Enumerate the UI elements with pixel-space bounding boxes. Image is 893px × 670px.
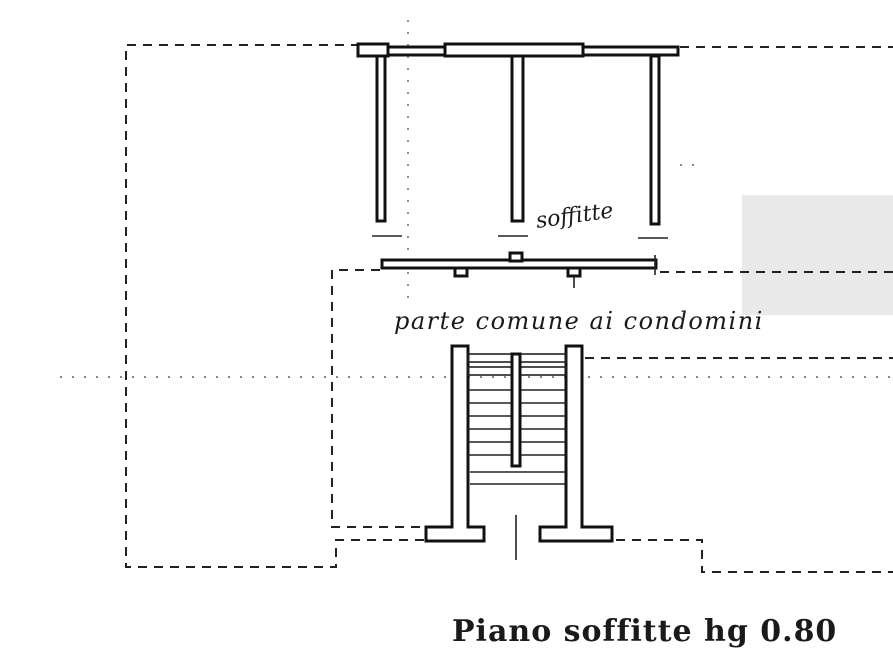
wall-foot-ticks [372, 235, 668, 239]
lower-beam-block-1 [508, 251, 524, 263]
stair-center-divider [510, 352, 522, 468]
common-area-label: parte comune ai condomini [394, 307, 764, 335]
lower-beam-end-tick [573, 255, 656, 288]
perimeter-bottom-right [600, 539, 893, 573]
lower-beam-block-2 [453, 266, 469, 278]
attic-wall-left [375, 54, 387, 223]
stair-bottom-lines [470, 471, 565, 485]
attic-wall-right [649, 54, 661, 226]
attic-wall-center [510, 54, 525, 223]
common-area-boundary [331, 269, 440, 528]
attic-label: soffitte [534, 198, 615, 234]
scan-smudge [742, 195, 893, 315]
stair-wall-left [424, 344, 486, 543]
stair-wall-right [538, 344, 614, 543]
lower-beam-block-3 [566, 266, 582, 278]
top-beam-left-block [356, 42, 390, 58]
floor-title: Piano soffitte hg 0.80 [452, 614, 837, 649]
top-beam-center-block [443, 42, 585, 58]
building-perimeter [125, 44, 430, 568]
